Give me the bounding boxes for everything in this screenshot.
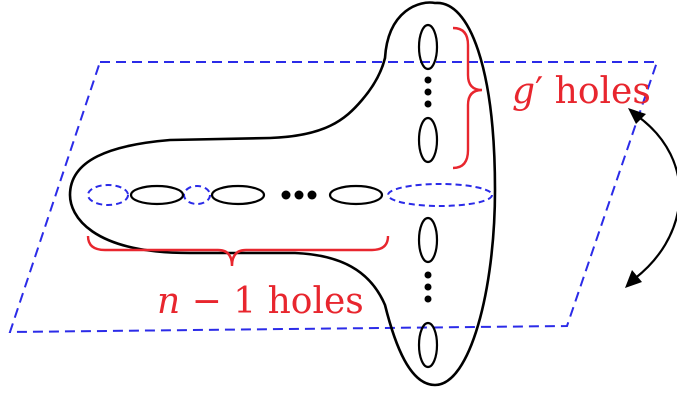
hole [328,184,384,206]
arm-holes [129,184,384,206]
bottom-holes [417,216,439,369]
hole [417,116,439,164]
label-top-var: g [512,71,535,112]
label-bottom-var: n [157,281,180,322]
arm-dots [281,190,317,200]
arrowhead-top [628,108,646,124]
rotation-arrow [629,114,677,283]
label-top-holes: g′ holes [512,71,651,112]
label-bottom-holes: n − 1 holes [157,281,364,322]
brace-right [452,26,483,170]
hole [129,184,185,206]
hole [417,321,439,369]
arrowhead-bottom [625,270,642,288]
label-top-prime: ′ [535,71,543,112]
top-dots [424,76,432,108]
top-holes [417,23,439,164]
hole [417,216,439,264]
label-bottom-rest: − 1 holes [180,281,364,322]
hole [417,23,439,71]
brace-bottom [86,235,390,267]
hole [210,184,266,206]
bottom-dots [424,271,432,303]
dashed-plane [8,61,659,334]
surface-outline [68,1,497,387]
label-top-text: holes [543,71,651,112]
